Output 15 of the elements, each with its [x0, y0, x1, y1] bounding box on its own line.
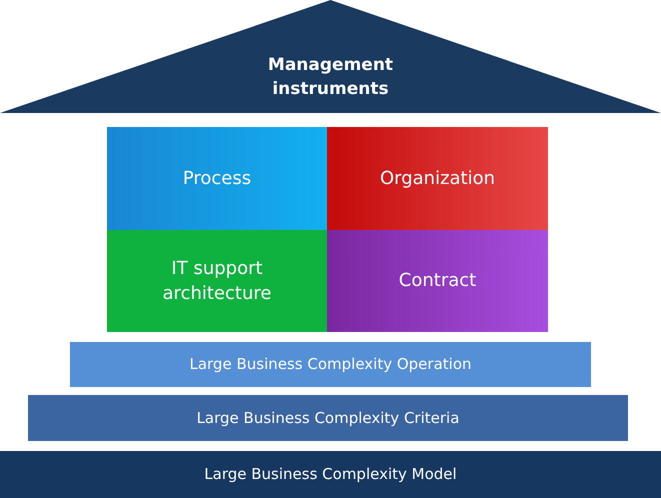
layer-label: Large Business Complexity Operation [189, 354, 472, 375]
roof-label: Management instruments [266, 54, 394, 100]
layer-label: Large Business Complexity Model [204, 464, 457, 485]
layer-bar [0, 451, 661, 498]
layer-bar [28, 395, 628, 441]
quadrant-label: Process [182, 166, 252, 191]
quadrant-label: Organization [380, 166, 496, 191]
quadrant-panel [327, 127, 548, 230]
quadrant-label: IT support architecture [162, 256, 272, 306]
quadrant-panel [107, 127, 327, 230]
quadrant-panel [327, 230, 548, 332]
quadrant-panel [107, 230, 327, 332]
quadrant-label: Contract [398, 269, 476, 294]
layer-label: Large Business Complexity Criteria [196, 408, 460, 428]
layer-bar [70, 342, 591, 387]
